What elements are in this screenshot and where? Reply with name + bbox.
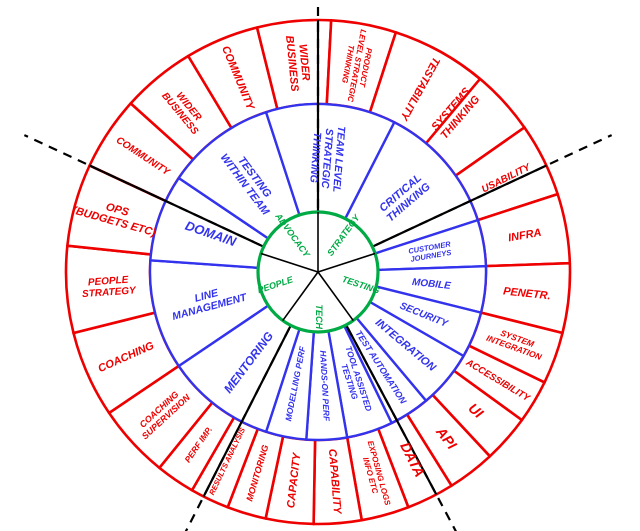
outer-ring-label: PRODUCTLEVEL STRATEGICTHINKING xyxy=(337,27,377,104)
inner-ring-spoke xyxy=(317,271,354,322)
inner-ring-spoke xyxy=(260,252,319,273)
outer-ring-label: PENETR. xyxy=(503,285,552,302)
middle-ring-label: MOBILE xyxy=(411,277,451,292)
inner-ring-group xyxy=(256,210,380,334)
outer-ring-label: CAPABILITY xyxy=(326,448,343,516)
inner-ring-spoke xyxy=(282,271,319,322)
outer-ring-label: PEOPLESTRATEGY xyxy=(81,274,137,300)
inner-ring-label: TECH xyxy=(314,304,324,329)
middle-ring-label: HANDS-ON PERF xyxy=(318,350,332,422)
middle-ring-label: TEAM LEVELSTRATEGICTHINKING xyxy=(307,124,348,193)
outer-ring-label: WIDERBUSINESS xyxy=(283,34,313,93)
outer-ring-label: INFRA xyxy=(507,227,542,245)
inner-ring-spoke xyxy=(317,252,376,273)
